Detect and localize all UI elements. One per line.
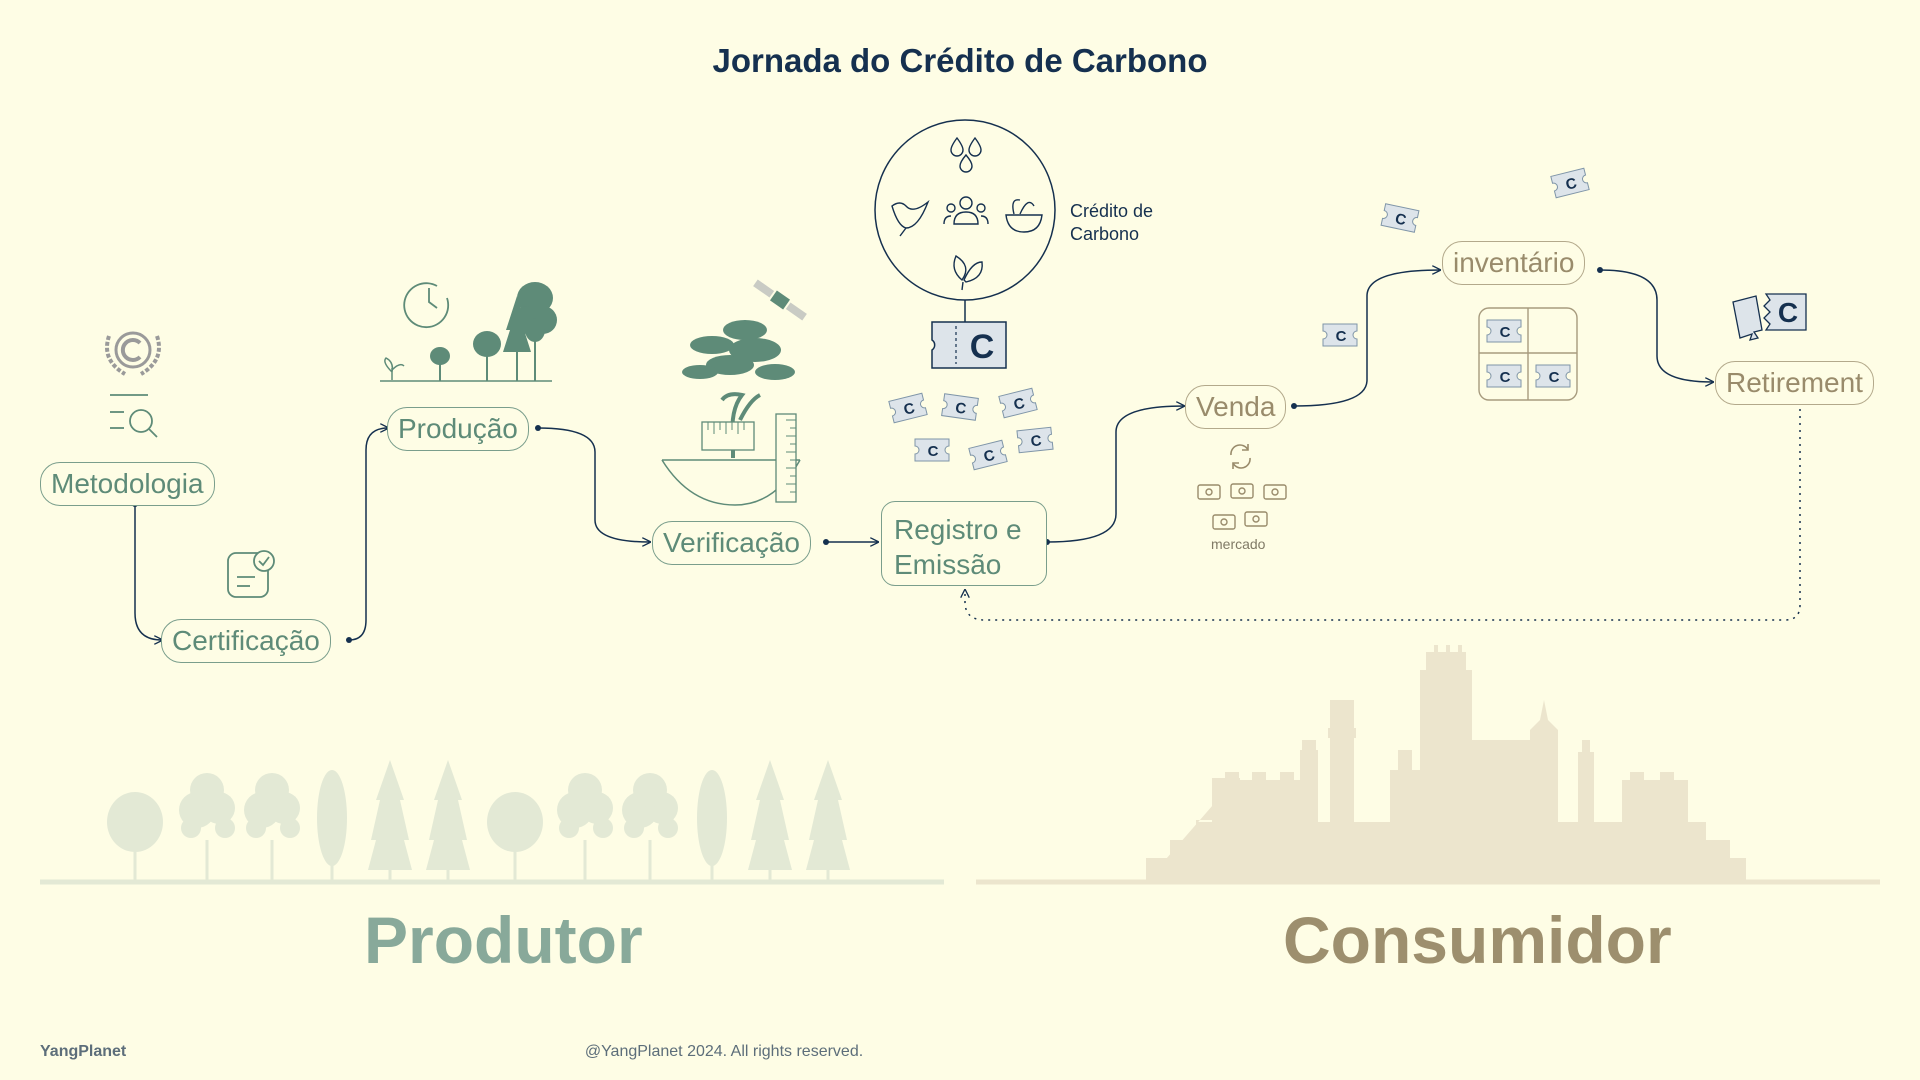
carbon-ticket-icon: C [931, 321, 1007, 369]
consumer-label: Consumidor [1283, 903, 1672, 977]
carbon-ticket-symbol: C [970, 328, 995, 366]
leaf-hand-icon [953, 254, 983, 291]
connector-registro-venda [1046, 406, 1184, 543]
footer-brand: YangPlanet [40, 1043, 127, 1060]
issued-credit-tickets [888, 387, 1054, 471]
producer-forest-silhouette [40, 758, 944, 885]
tree-measure-icon [661, 320, 801, 506]
search-list-icon [110, 394, 158, 438]
sapling-icon [384, 357, 405, 380]
community-icon [943, 196, 989, 225]
consumer-city-silhouette [976, 645, 1880, 885]
node-inventario: inventário [1442, 241, 1586, 285]
node-certificacao: Certificação [161, 619, 331, 663]
node-registro-emissao: Registro e Emissão [881, 501, 1047, 586]
carbon-credit-circle [874, 119, 1056, 301]
connector-certificacao-producao [348, 428, 388, 641]
node-venda: Venda [1185, 385, 1287, 429]
satellite-icon [753, 279, 807, 321]
torn-ticket-symbol: C [1778, 297, 1798, 328]
credit-label: Crédito de Carbono [1070, 201, 1154, 244]
bird-icon [891, 199, 930, 237]
market-label: mercado [1211, 536, 1266, 552]
bowl-icon [1005, 199, 1043, 233]
unfccc-laurel-icon [105, 331, 161, 376]
torn-ticket-icon: C [1732, 293, 1807, 341]
node-producao: Produção [387, 407, 529, 451]
certificate-check-icon [227, 550, 275, 598]
clock-icon [403, 282, 450, 329]
water-drops-icon [950, 136, 982, 173]
money-icon [1197, 483, 1287, 530]
refresh-icon [1230, 444, 1251, 469]
connector-retirement-registro [965, 402, 1801, 621]
node-retirement: Retirement [1715, 361, 1874, 405]
growing-trees-icon [380, 282, 557, 382]
footer-copyright: @YangPlanet 2024. All rights reserved. [584, 1043, 864, 1060]
connector-metodologia-certificacao [134, 504, 162, 640]
node-verificacao: Verificação [652, 521, 811, 565]
connector-inventario-retirement [1599, 269, 1713, 382]
grid-inventory-icon [1478, 307, 1578, 401]
node-metodologia: Metodologia [40, 462, 215, 506]
connector-venda-inventario [1293, 270, 1440, 407]
page-title: Jornada do Crédito de Carbono [712, 42, 1208, 79]
producer-label: Produtor [364, 903, 643, 977]
connector-producao-verificacao [537, 427, 650, 542]
flow-connectors [134, 269, 1801, 641]
